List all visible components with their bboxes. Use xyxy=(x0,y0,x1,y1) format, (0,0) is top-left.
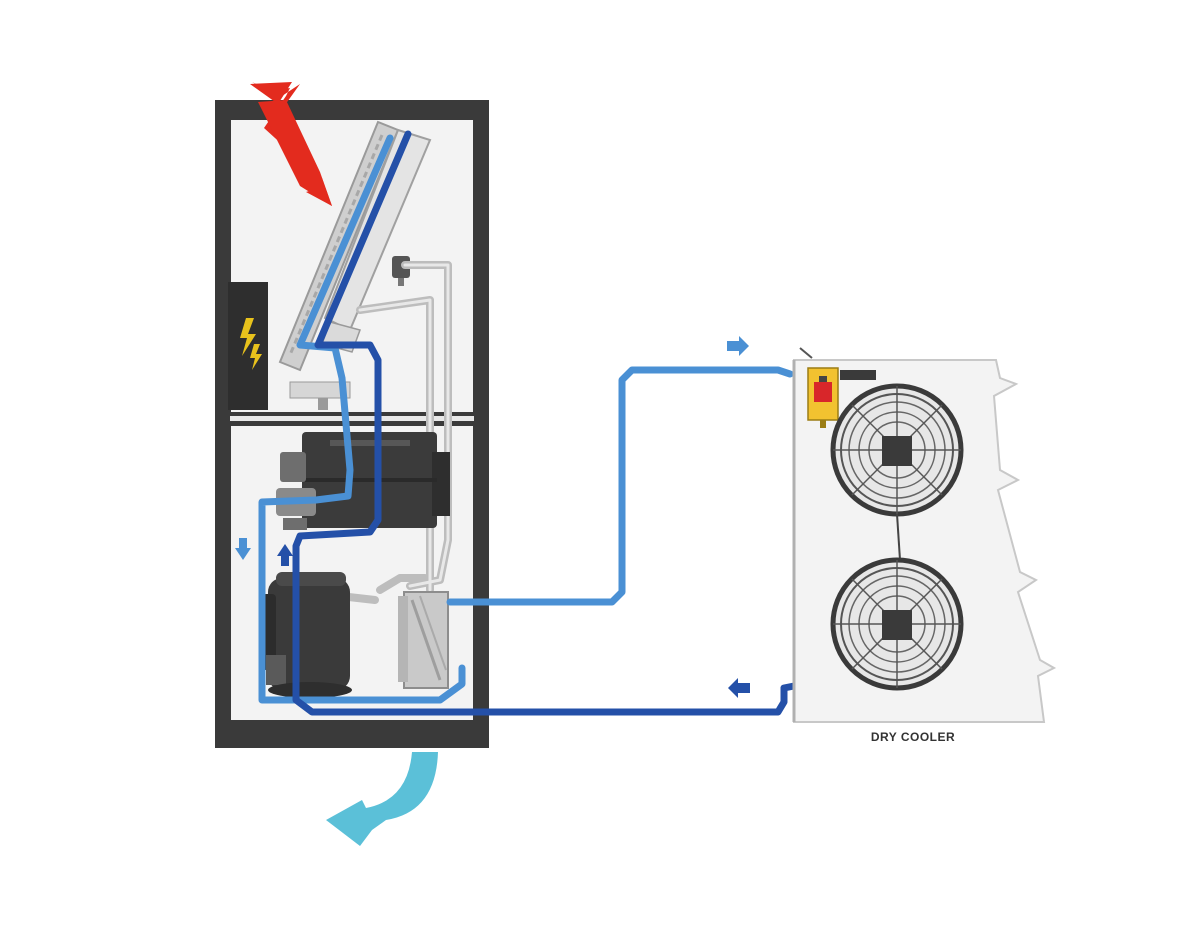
cabinet-frame-bottom xyxy=(215,720,489,748)
cool-air-outlet-arrow xyxy=(326,752,438,846)
control-box xyxy=(807,367,876,428)
cabinet-frame-top xyxy=(215,100,489,120)
flow-direction-arrow xyxy=(235,538,293,566)
cabinet-divider-inner xyxy=(230,416,474,421)
dry-cooler: DRY COOLER xyxy=(792,347,1057,744)
compressor xyxy=(262,572,352,698)
flow-direction-arrow-return xyxy=(728,678,750,698)
isolator-switch xyxy=(814,382,832,402)
four-way-valve xyxy=(276,452,316,530)
fan-icon xyxy=(830,557,964,691)
indoor-unit xyxy=(215,100,489,748)
heat-exchanger xyxy=(302,432,450,528)
flow-direction-arrow-supply xyxy=(727,336,749,356)
warm-air-inlet-arrow xyxy=(250,82,332,206)
electrical-hazard-icon xyxy=(240,318,256,356)
plate-heat-exchanger xyxy=(398,591,449,689)
fan-icon xyxy=(830,383,964,517)
electrical-panel xyxy=(228,282,268,410)
dry-cooler-label: DRY COOLER xyxy=(871,730,955,744)
water-pipe-dark xyxy=(292,130,798,716)
